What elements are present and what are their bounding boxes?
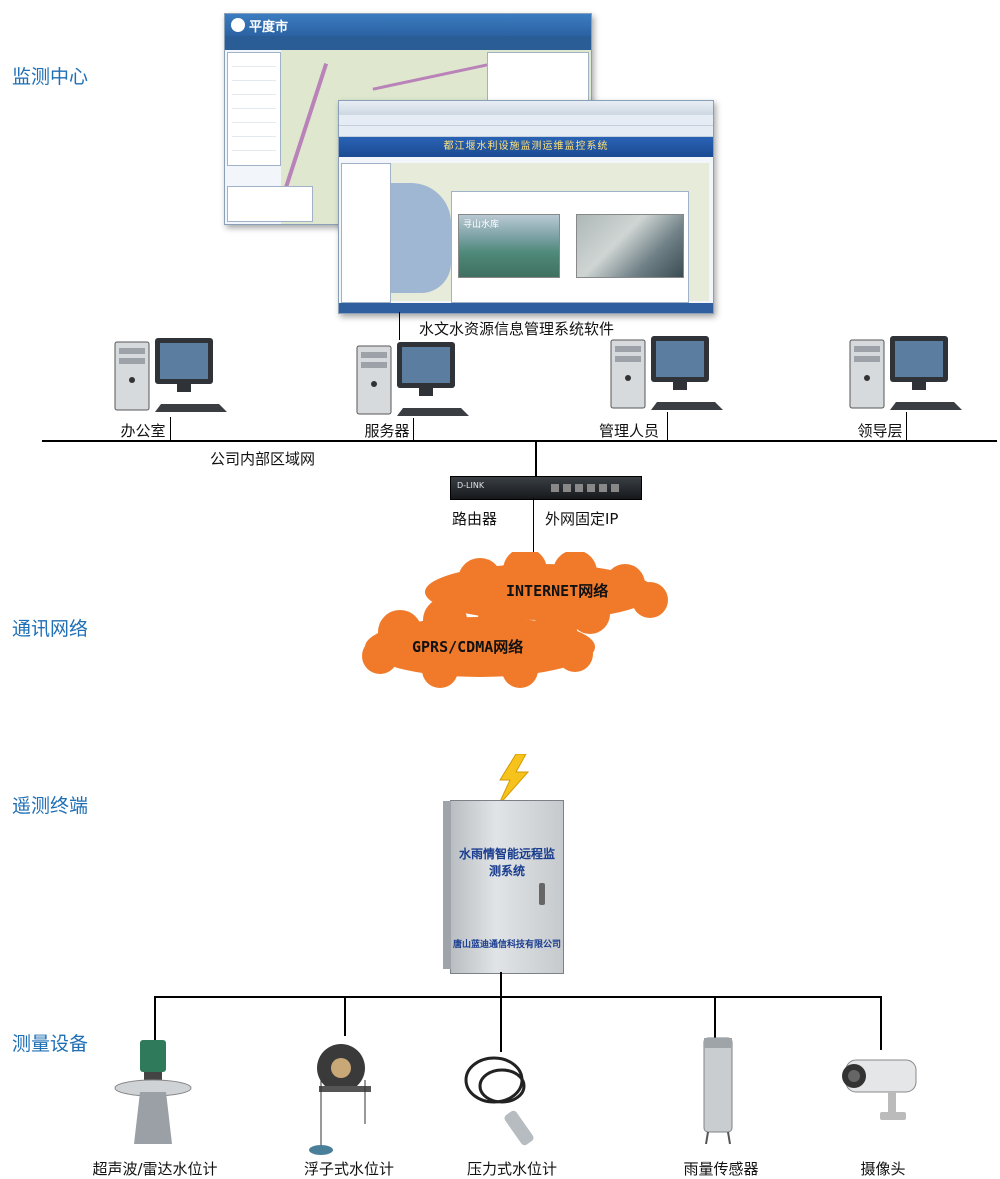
router-ip-label: 外网固定IP: [545, 510, 619, 528]
desktop-computer-icon: [114, 337, 228, 413]
section-measurement-equipment: 测量设备: [12, 1033, 89, 1055]
radar-level-sensor-icon: [114, 1040, 192, 1144]
telemetry-cabinet: 水雨情智能远程监测系统 唐山蓝迪通信科技有限公司: [443, 800, 564, 974]
screenshot-title-bar: 平度市: [225, 14, 591, 36]
router-brand: D-LINK: [457, 481, 485, 490]
float-level-gauge-icon: [309, 1044, 371, 1155]
browser-title-bar: [339, 101, 713, 115]
device-label-radar: 超声波/雷达水位计: [92, 1160, 218, 1178]
rain-gauge-icon: [703, 1037, 733, 1145]
camera-icon: [842, 1059, 917, 1120]
screenshot-menu-bar: [225, 36, 591, 50]
network-clouds: [362, 552, 668, 688]
screenshot-popup-window: 寻山水库: [451, 191, 689, 303]
device-bus-line: [154, 996, 882, 998]
device-label-camera: 摄像头: [860, 1160, 906, 1178]
software-label: 水文水资源信息管理系统软件: [419, 320, 615, 338]
photo-caption: 寻山水库: [463, 220, 500, 230]
device-label-pressure: 压力式水位计: [466, 1160, 558, 1178]
device-label-rain: 雨量传感器: [683, 1160, 759, 1178]
reservoir-monitoring-screenshot: 都江堰水利设施监测运维监控系统 寻山水库: [338, 100, 714, 314]
section-communication-network: 通讯网络: [12, 618, 89, 640]
dam-photo: [576, 214, 684, 278]
lightning-icon: [497, 754, 530, 806]
computers-layer: [114, 335, 963, 417]
screenshot-app-title: 平度市: [249, 19, 289, 35]
browser-toolbar: [339, 115, 713, 126]
desktop-computer-icon: [610, 335, 724, 411]
internet-cloud-icon: [425, 552, 668, 634]
desktop-computer-icon: [849, 335, 963, 411]
taskbar: [339, 303, 713, 313]
screenshot-tree-panel: [341, 163, 391, 303]
app-logo-icon: [231, 18, 245, 32]
map-water-area: [391, 183, 451, 293]
internet-cloud-label: INTERNET网络: [506, 582, 609, 600]
gprs-cloud-label: GPRS/CDMA网络: [412, 638, 524, 656]
computer-label-leadership: 领导层: [857, 422, 903, 440]
computer-label-managers: 管理人员: [598, 422, 660, 440]
gprs-cloud-icon: [362, 596, 595, 688]
router-icon: D-LINK: [450, 476, 642, 500]
lan-label: 公司内部区域网: [210, 450, 316, 468]
cabinet-handle: [539, 883, 545, 905]
computer-label-office: 办公室: [120, 422, 166, 440]
screenshot-banner: 都江堰水利设施监测运维监控系统: [339, 137, 713, 157]
cabinet-title: 水雨情智能远程监测系统: [458, 847, 555, 878]
screenshot-side-panel: [227, 52, 281, 166]
computer-label-server: 服务器: [364, 422, 410, 440]
device-label-float: 浮子式水位计: [303, 1160, 395, 1178]
screenshot-reservoir-map: 寻山水库: [391, 163, 709, 303]
desktop-computer-icon: [356, 341, 470, 417]
browser-address-bar: [339, 126, 713, 137]
pressure-level-sensor-icon: [464, 1056, 534, 1146]
cabinet-company: 唐山蓝迪通信科技有限公司: [453, 940, 562, 950]
section-telemetry-terminal: 遥测终端: [12, 795, 89, 817]
screenshot-info-panel: [227, 186, 313, 222]
router-label: 路由器: [452, 510, 498, 528]
lan-bus-line: [42, 440, 997, 442]
section-monitoring-center: 监测中心: [12, 66, 89, 88]
reservoir-photo: 寻山水库: [458, 214, 560, 278]
